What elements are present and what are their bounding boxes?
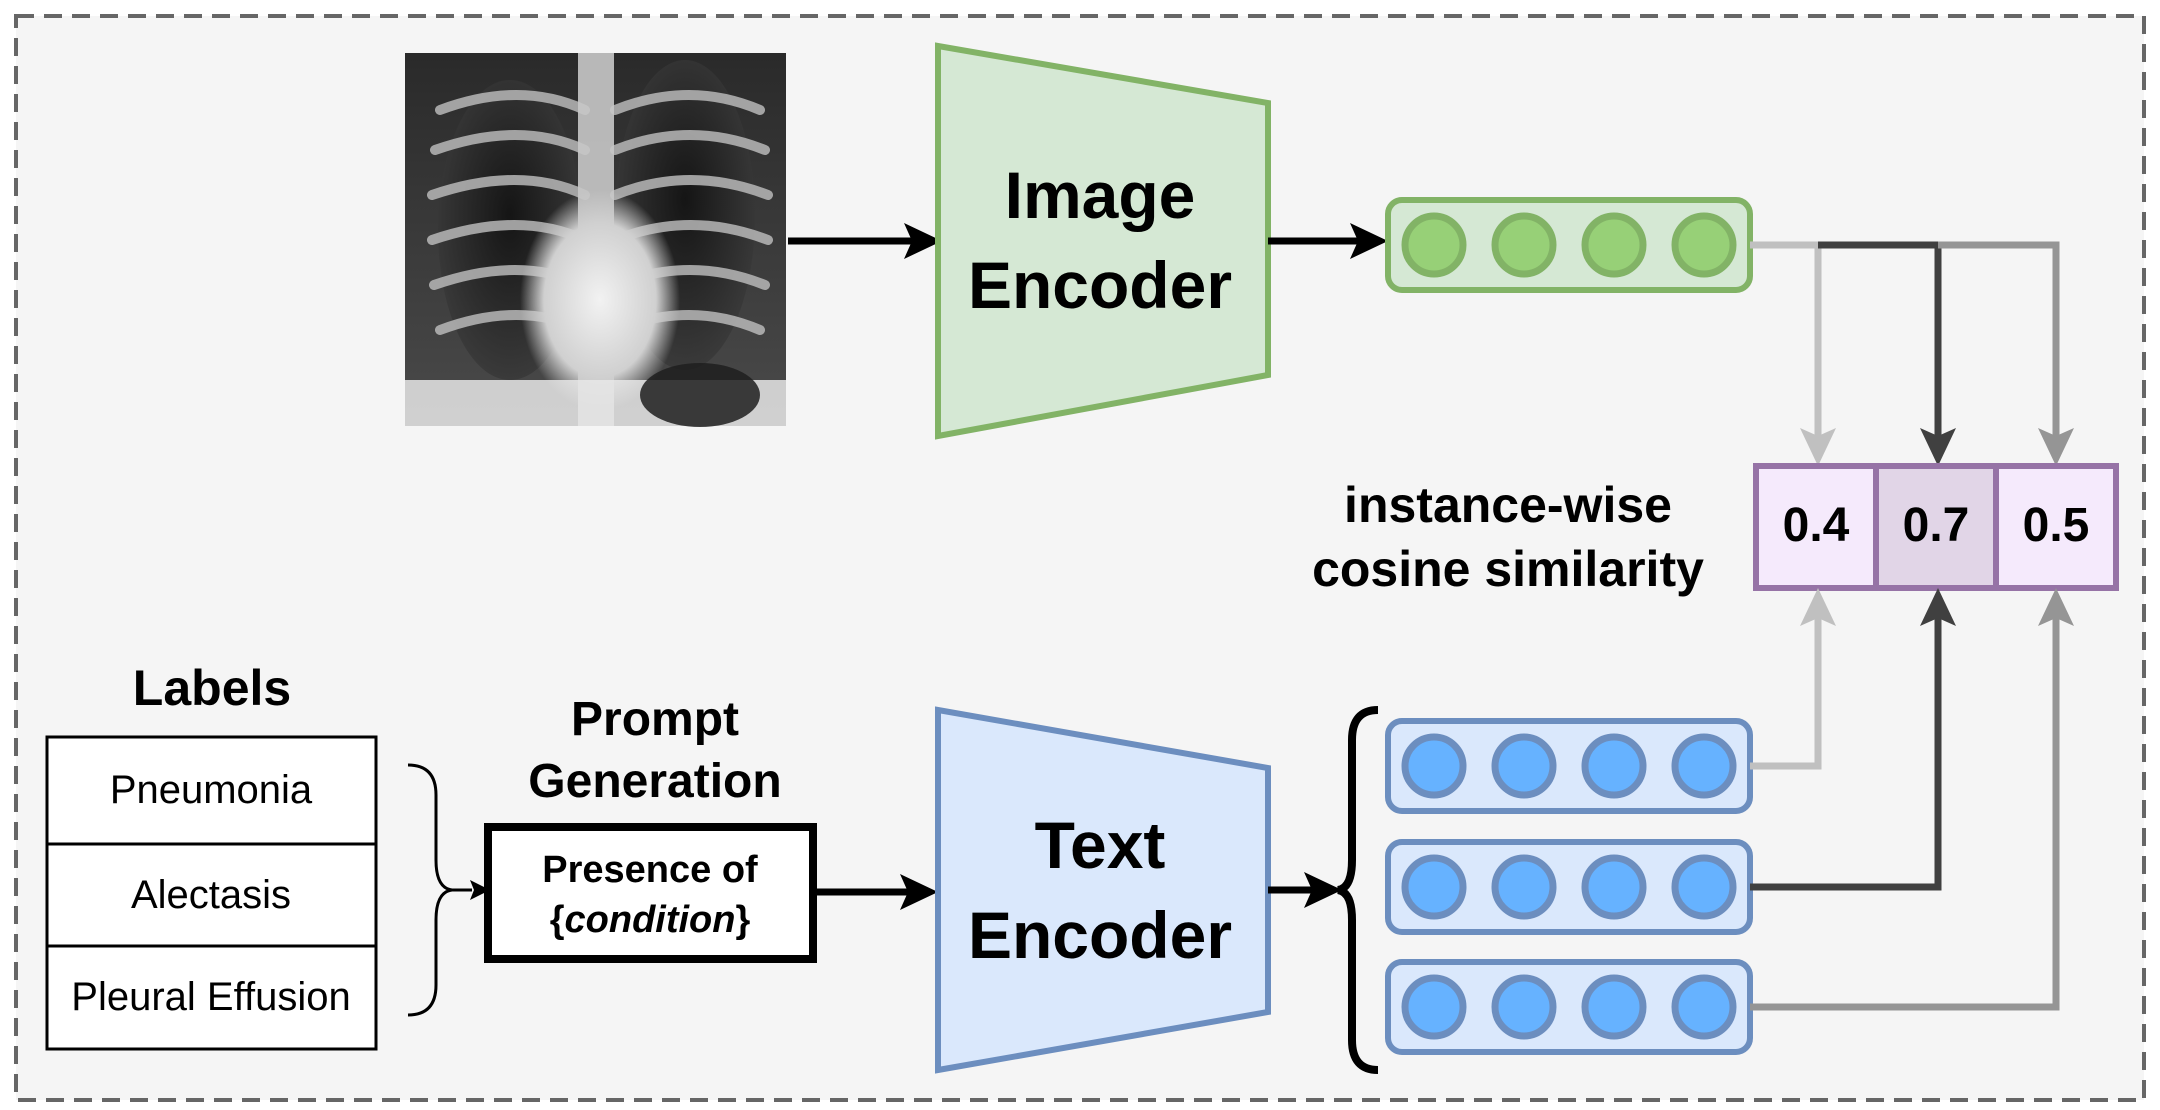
image-embedding-node-3 xyxy=(1581,212,1647,278)
image-embedding-vector xyxy=(1385,197,1753,293)
score-cell-1 xyxy=(1753,463,1879,591)
prompt-generation: Prompt Generation Presence of {condition… xyxy=(484,693,817,963)
text-embedding-2-node-4 xyxy=(1671,854,1737,920)
text-embedding-3-node-3 xyxy=(1581,974,1647,1040)
text-embedding-2-node-1 xyxy=(1401,854,1467,920)
text-embedding-vectors xyxy=(1385,718,1753,1055)
image-encoder-label-line2: Encoder xyxy=(968,248,1232,322)
text-embedding-1-node-1 xyxy=(1401,733,1467,799)
text-embedding-1-node-4 xyxy=(1671,733,1737,799)
image-embedding-node-2 xyxy=(1491,212,1557,278)
score-value-3: 0.5 xyxy=(2023,499,2090,552)
heart-shadow xyxy=(520,190,680,410)
label-item-1: Pneumonia xyxy=(110,768,313,812)
score-value-2: 0.7 xyxy=(1903,499,1970,552)
chest-xray-image xyxy=(405,53,786,427)
image-encoder: Image Encoder xyxy=(935,42,1271,440)
connector-image-to-score-3 xyxy=(1938,241,2060,438)
labels-title: Labels xyxy=(133,660,291,716)
text-embedding-1-node-2 xyxy=(1491,733,1557,799)
image-encoder-label-line1: Image xyxy=(1005,158,1196,232)
text-embedding-3-node-2 xyxy=(1491,974,1557,1040)
text-encoder-label-line2: Encoder xyxy=(968,898,1232,972)
prompt-template-box xyxy=(484,823,817,963)
arrow-image-to-encoder xyxy=(788,223,942,259)
text-embedding-connectors xyxy=(1750,588,2074,1011)
image-embedding-node-4 xyxy=(1671,212,1737,278)
image-embedding-connectors xyxy=(1750,241,2074,466)
text-embedding-1-node-3 xyxy=(1581,733,1647,799)
arrow-encoder-to-image-embedding xyxy=(1268,223,1388,259)
prompt-template-line2: {condition} xyxy=(550,899,751,941)
similarity-caption-line1: instance-wise xyxy=(1344,477,1672,533)
text-embeddings-brace xyxy=(1336,706,1379,1074)
arrow-encoder-to-text-embeddings xyxy=(1268,872,1342,908)
text-embedding-2-node-2 xyxy=(1491,854,1557,920)
prompt-title-line1: Prompt xyxy=(571,693,739,746)
labels-brace xyxy=(407,763,490,1017)
arrow-prompt-to-encoder xyxy=(813,874,938,910)
prompt-title-line2: Generation xyxy=(528,755,781,808)
connector-text-to-score-3 xyxy=(1750,616,2060,1011)
text-encoder: Text Encoder xyxy=(935,706,1271,1074)
prompt-template-line1: Presence of xyxy=(542,849,758,891)
text-embedding-3-node-4 xyxy=(1671,974,1737,1040)
score-value-1: 0.4 xyxy=(1783,499,1850,552)
text-embedding-3-node-1 xyxy=(1401,974,1467,1040)
labels-table: Labels Pneumonia Alectasis Pleural Effus… xyxy=(45,660,378,1051)
connector-text-to-score-1 xyxy=(1750,616,1822,770)
score-cell-3 xyxy=(1993,463,2119,591)
label-item-3: Pleural Effusion xyxy=(71,975,350,1019)
text-embedding-2-node-3 xyxy=(1581,854,1647,920)
label-item-2: Alectasis xyxy=(131,873,291,917)
image-embedding-node-1 xyxy=(1401,212,1467,278)
similarity-scores: 0.4 0.7 0.5 xyxy=(1753,463,2119,591)
text-encoder-label-line1: Text xyxy=(1035,808,1166,882)
similarity-caption-line2: cosine similarity xyxy=(1312,541,1704,597)
connector-text-to-score-2 xyxy=(1750,616,1942,891)
